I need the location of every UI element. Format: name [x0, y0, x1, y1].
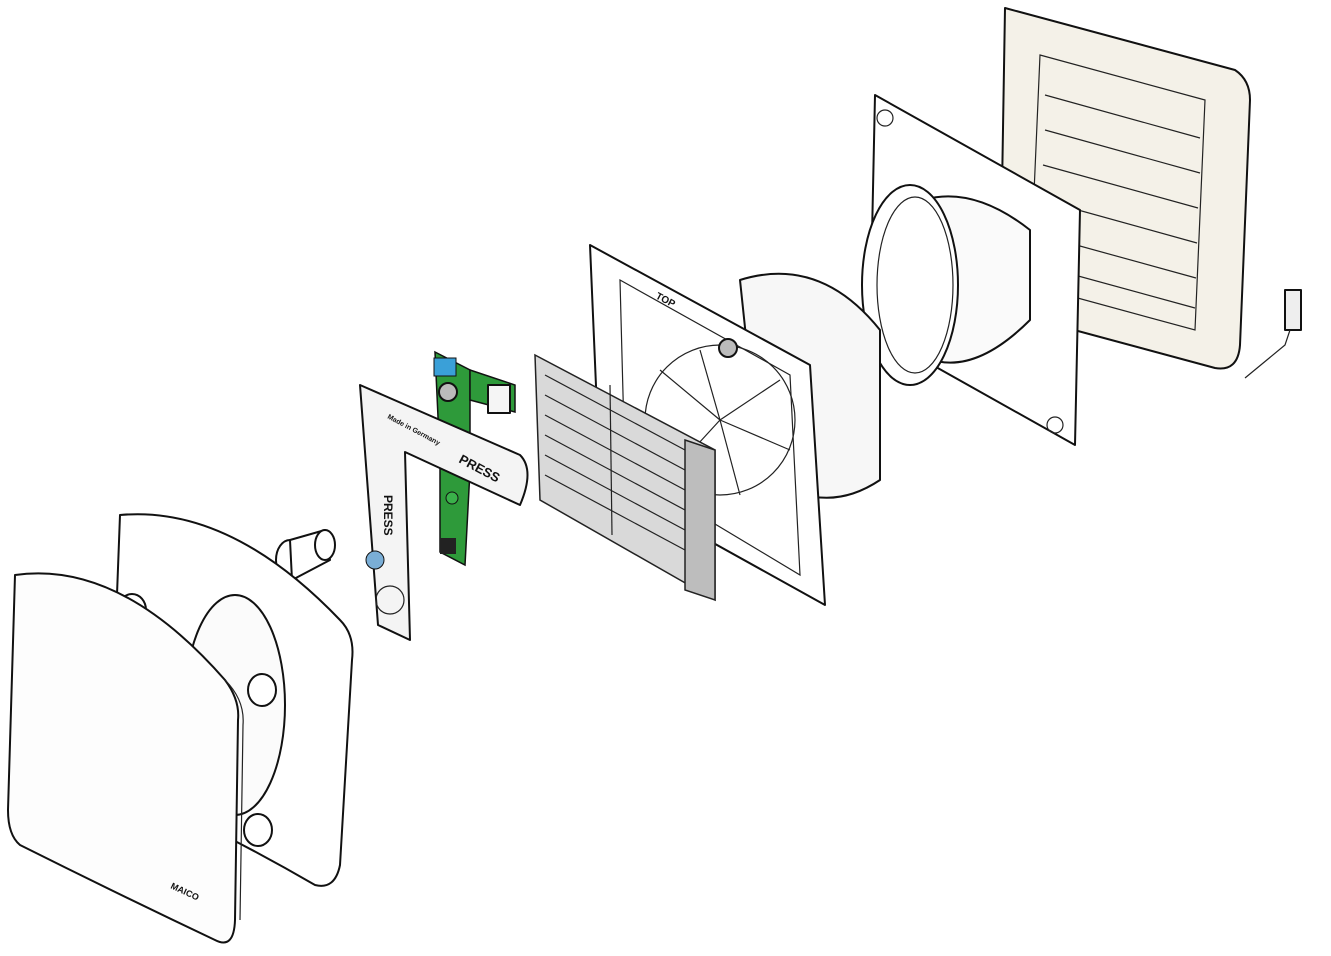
- inner-grille: [534, 353, 716, 602]
- front-cover: MAICO: [7, 572, 244, 944]
- blue-button: [433, 357, 457, 377]
- pcb-connector: [440, 538, 456, 554]
- press-label-vertical: PRESS: [381, 495, 395, 536]
- cable-sensor: [1244, 289, 1302, 379]
- switch-bracket: PRESS Made in Germany PRESS: [359, 384, 529, 641]
- grille-slats: [544, 374, 686, 551]
- fan-housing: TOP: [589, 244, 881, 606]
- led: [445, 491, 459, 505]
- wall-mounting-plate: [861, 94, 1081, 446]
